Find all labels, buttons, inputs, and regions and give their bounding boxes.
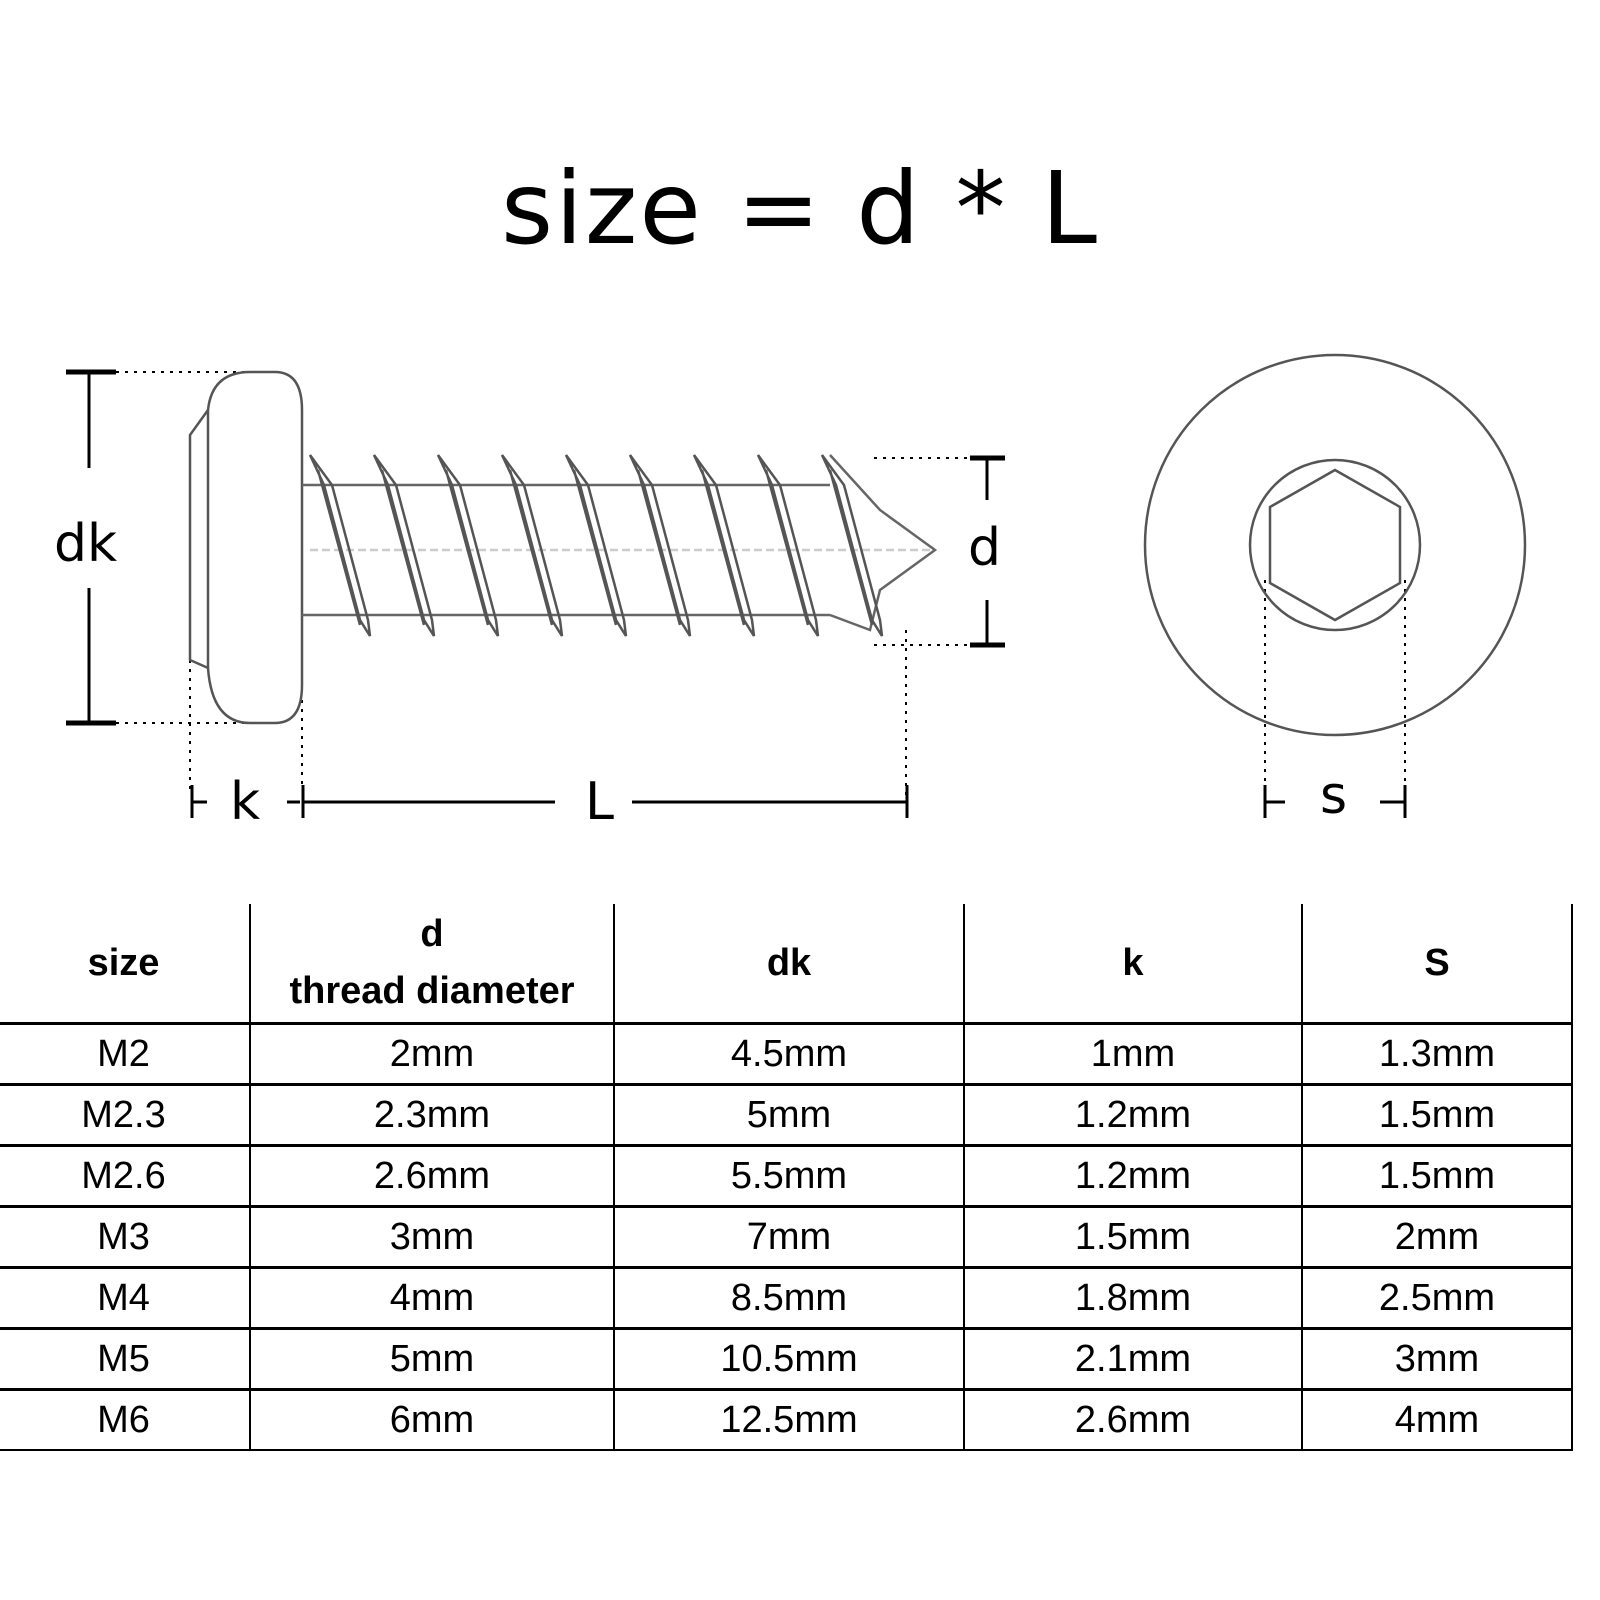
d-cell: 2.3mm <box>249 1083 615 1147</box>
size-cell: M4 <box>0 1266 251 1330</box>
dk-cell: 4.5mm <box>613 1022 965 1086</box>
screw-head <box>188 370 304 725</box>
size-cell: M2.3 <box>0 1083 251 1147</box>
dk-cell: 5.5mm <box>613 1144 965 1208</box>
thread-crest <box>308 454 372 637</box>
l-label: L <box>585 772 614 832</box>
size-cell: M6 <box>0 1388 251 1451</box>
d-dimension-line <box>970 455 1005 648</box>
dk-cell: 10.5mm <box>613 1327 965 1391</box>
k-cell: 2.1mm <box>963 1327 1303 1391</box>
s-cell: 2mm <box>1301 1205 1573 1269</box>
s-cell: 1.3mm <box>1301 1022 1573 1086</box>
s-label: s <box>1320 766 1348 826</box>
d-label: d <box>968 518 1002 578</box>
thread-crest <box>500 454 564 637</box>
size-cell: M5 <box>0 1327 251 1391</box>
s-cell: 2.5mm <box>1301 1266 1573 1330</box>
thread-crest <box>692 454 756 637</box>
k-label: k <box>230 772 261 832</box>
dk-cell: 12.5mm <box>613 1388 965 1451</box>
s-cell: 1.5mm <box>1301 1083 1573 1147</box>
d-cell: 3mm <box>249 1205 615 1269</box>
thread-crest <box>756 454 820 637</box>
size-cell: M3 <box>0 1205 251 1269</box>
thread-crest <box>372 454 436 637</box>
k-cell: 1.2mm <box>963 1144 1303 1208</box>
header-k: k <box>963 904 1303 1025</box>
thread-crest <box>564 454 628 637</box>
thread-crest <box>436 454 500 637</box>
screw-threads <box>308 454 884 637</box>
d-cell: 4mm <box>249 1266 615 1330</box>
dk-cell: 7mm <box>613 1205 965 1269</box>
s-cell: 1.5mm <box>1301 1144 1573 1208</box>
k-cell: 1mm <box>963 1022 1303 1086</box>
dk-cell: 8.5mm <box>613 1266 965 1330</box>
k-cell: 2.6mm <box>963 1388 1303 1451</box>
k-l-dimension-line <box>190 785 909 818</box>
header-dk: dk <box>613 904 965 1025</box>
thread-crest <box>628 454 692 637</box>
k-cell: 1.5mm <box>963 1205 1303 1269</box>
k-cell: 1.8mm <box>963 1266 1303 1330</box>
dk-dimension-line <box>66 369 116 726</box>
header-s: S <box>1301 904 1573 1025</box>
dk-label: dk <box>54 514 118 574</box>
size-cell: M2.6 <box>0 1144 251 1208</box>
d-cell: 5mm <box>249 1327 615 1391</box>
s-cell: 4mm <box>1301 1388 1573 1451</box>
size-formula-title: size = d * L <box>500 150 1100 267</box>
hex-socket-icon <box>1268 468 1402 622</box>
dk-cell: 5mm <box>613 1083 965 1147</box>
screw-top-view <box>1143 353 1527 737</box>
d-cell: 2.6mm <box>249 1144 615 1208</box>
k-cell: 1.2mm <box>963 1083 1303 1147</box>
screw-dimension-drawing <box>66 353 1527 818</box>
d-cell: 6mm <box>249 1388 615 1451</box>
size-cell: M2 <box>0 1022 251 1086</box>
s-dimension-line <box>1263 785 1407 818</box>
extension-lines <box>116 371 1406 800</box>
d-cell: 2mm <box>249 1022 615 1086</box>
thread-crest <box>820 454 884 637</box>
header-size: size <box>0 904 251 1025</box>
s-cell: 3mm <box>1301 1327 1573 1391</box>
